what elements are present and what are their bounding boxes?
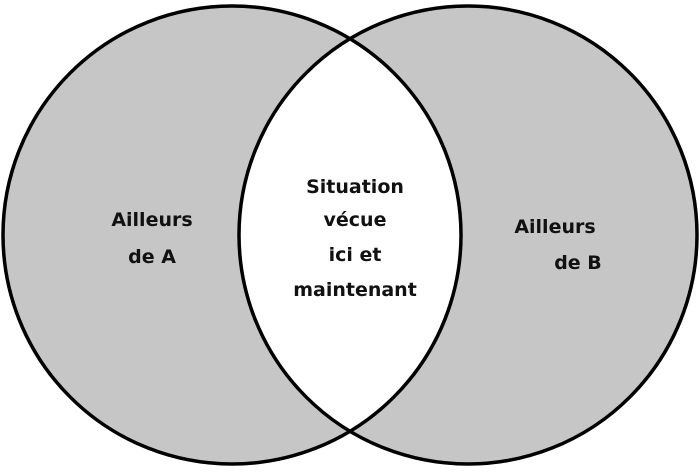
label-b-line2: de B [554, 252, 602, 274]
circle-a-outline [1, 4, 463, 466]
center-line3: ici et [329, 244, 382, 266]
label-a-line1: Ailleurs [111, 209, 192, 231]
center-line2: vécue [324, 209, 387, 231]
circle-b-outline [237, 4, 699, 466]
center-line4: maintenant [293, 279, 417, 301]
label-a-line2: de A [128, 246, 176, 268]
intersection [239, 6, 461, 464]
label-b-line1: Ailleurs [514, 216, 595, 238]
center-line1: Situation [306, 176, 404, 198]
